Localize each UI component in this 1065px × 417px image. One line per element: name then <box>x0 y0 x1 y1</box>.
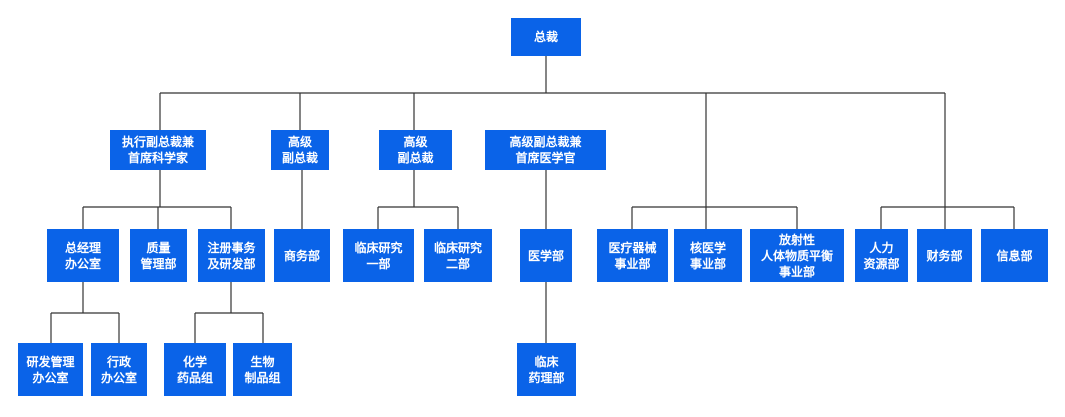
node-biologics: 生物 制品组 <box>233 343 292 396</box>
node-chemical-drugs: 化学 药品组 <box>164 343 226 396</box>
node-exec-vp-cso: 执行副总裁兼 首席科学家 <box>110 130 206 170</box>
node-svp-cmo: 高级副总裁兼 首席医学官 <box>485 130 606 170</box>
node-gm-office: 总经理 办公室 <box>47 229 119 282</box>
node-svp-2: 高级 副总裁 <box>379 130 452 170</box>
node-finance: 财务部 <box>917 229 972 282</box>
node-clinical-pharmacology: 临床 药理部 <box>517 343 576 396</box>
node-medical: 医学部 <box>520 229 572 282</box>
node-ceo: 总裁 <box>511 18 581 56</box>
node-clinical-research-2: 临床研究 二部 <box>424 229 492 282</box>
node-quality-mgmt: 质量 管理部 <box>130 229 187 282</box>
node-it: 信息部 <box>981 229 1048 282</box>
node-radioactive-mass-balance: 放射性 人体物质平衡 事业部 <box>750 229 844 282</box>
node-business: 商务部 <box>274 229 330 282</box>
node-clinical-research-1: 临床研究 一部 <box>343 229 414 282</box>
node-admin-office: 行政 办公室 <box>91 343 147 396</box>
node-hr: 人力 资源部 <box>855 229 908 282</box>
node-medical-device: 医疗器械 事业部 <box>597 229 668 282</box>
node-svp-1: 高级 副总裁 <box>271 130 329 170</box>
node-regulatory-rd: 注册事务 及研发部 <box>198 229 265 282</box>
node-nuclear-medicine: 核医学 事业部 <box>674 229 742 282</box>
node-rd-mgmt-office: 研发管理 办公室 <box>18 343 83 396</box>
